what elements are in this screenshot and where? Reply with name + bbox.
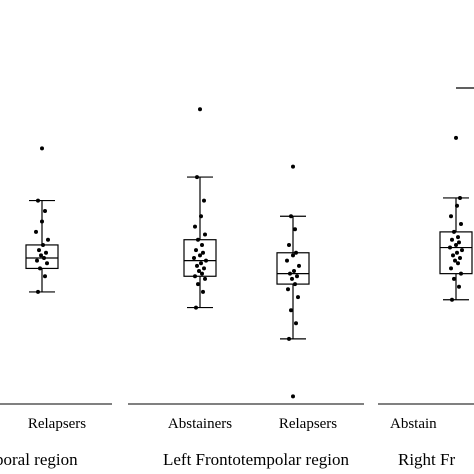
subgroup-label: Abstainers <box>168 416 232 432</box>
region-label: Left Frontotempolar region <box>163 450 350 469</box>
data-point <box>450 297 454 302</box>
data-point <box>293 227 297 232</box>
data-point <box>194 248 198 253</box>
data-point <box>203 276 207 281</box>
data-point <box>199 261 203 266</box>
data-point <box>42 255 46 260</box>
data-point <box>194 305 198 310</box>
data-point <box>204 258 208 263</box>
subgroup-labels: Relapsers Abstainers Relapsers Abstain <box>28 416 437 432</box>
data-point <box>46 237 50 242</box>
data-point <box>454 242 458 247</box>
outlier-point <box>454 135 458 140</box>
box-group <box>276 164 310 399</box>
data-point <box>452 229 456 234</box>
data-point <box>34 229 38 234</box>
data-point <box>457 240 461 245</box>
data-point <box>39 253 43 258</box>
data-point <box>202 198 206 203</box>
data-point <box>296 295 300 300</box>
data-point <box>287 242 291 247</box>
data-point <box>452 276 456 281</box>
data-point <box>455 250 459 255</box>
data-point <box>41 242 45 247</box>
data-point <box>286 287 290 292</box>
subgroup-label: Relapsers <box>28 416 86 432</box>
data-point <box>457 284 461 289</box>
data-point <box>293 282 297 287</box>
data-point <box>35 258 39 263</box>
data-point <box>460 248 464 253</box>
data-point <box>197 269 201 274</box>
data-point <box>37 248 41 253</box>
data-point <box>201 289 205 294</box>
outlier-point <box>291 394 295 399</box>
data-point <box>196 282 200 287</box>
data-point <box>289 308 293 313</box>
data-point <box>200 242 204 247</box>
data-point <box>36 198 40 203</box>
data-point <box>291 253 295 258</box>
data-point <box>456 235 460 240</box>
data-point <box>289 214 293 219</box>
data-point <box>36 289 40 294</box>
subgroup-label: Abstain <box>390 416 437 432</box>
data-point <box>288 271 292 276</box>
data-point <box>455 203 459 208</box>
data-point <box>459 271 463 276</box>
data-point <box>449 214 453 219</box>
data-point <box>43 209 47 214</box>
data-point <box>456 261 460 266</box>
data-point <box>458 255 462 260</box>
subgroup-label: Relapsers <box>279 416 337 432</box>
data-point <box>294 321 298 326</box>
box-group <box>183 107 217 310</box>
data-point <box>295 274 299 279</box>
data-point <box>290 276 294 281</box>
data-point <box>195 175 199 180</box>
data-point <box>198 253 202 258</box>
data-point <box>195 263 199 268</box>
region-label: poral region <box>0 450 78 469</box>
data-point <box>199 214 203 219</box>
data-point <box>40 219 44 224</box>
data-point <box>200 271 204 276</box>
data-point <box>44 250 48 255</box>
data-point <box>38 266 42 271</box>
data-point <box>193 224 197 229</box>
region-labels: poral region Left Frontotempolar region … <box>0 450 455 469</box>
data-point <box>458 195 462 200</box>
data-point <box>292 269 296 274</box>
data-point <box>201 250 205 255</box>
data-point <box>43 274 47 279</box>
data-point <box>297 263 301 268</box>
data-point <box>453 258 457 263</box>
outlier-point <box>291 164 295 169</box>
data-point <box>193 274 197 279</box>
plot-area <box>25 87 474 399</box>
region-label: Right Fr <box>398 450 455 469</box>
data-point <box>450 237 454 242</box>
box-group <box>439 135 473 302</box>
data-point <box>203 232 207 237</box>
data-point <box>285 258 289 263</box>
outlier-point <box>40 146 44 151</box>
outlier-point <box>198 107 202 112</box>
data-point <box>294 250 298 255</box>
data-point <box>45 261 49 266</box>
data-point <box>449 266 453 271</box>
data-point <box>192 255 196 260</box>
data-point <box>196 237 200 242</box>
data-point <box>202 266 206 271</box>
data-point <box>287 336 291 341</box>
data-point <box>451 253 455 258</box>
data-point <box>459 222 463 227</box>
data-point <box>448 245 452 250</box>
box-group <box>25 146 59 294</box>
